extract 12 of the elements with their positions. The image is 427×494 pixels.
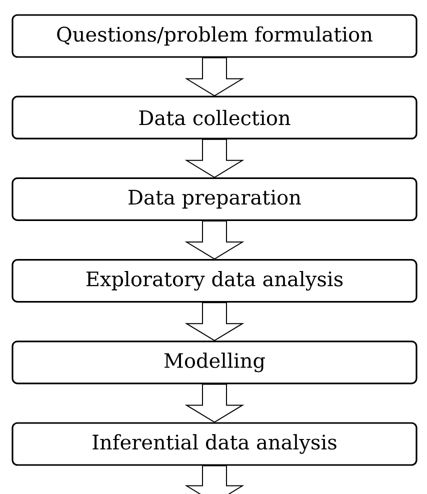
block-arrow [184,384,244,423]
process-box: Modelling [12,340,418,384]
block-arrow [184,220,244,260]
block-arrow [184,302,244,342]
process-box: Data preparation [12,177,418,221]
block-arrow [184,465,244,494]
process-box: Exploratory data analysis [12,259,418,303]
process-box: Questions/problem formulation [12,14,418,58]
process-box: Inferential data analysis [12,422,418,466]
block-arrow [184,57,244,96]
block-arrow [184,138,244,178]
process-box: Data collection [12,96,418,140]
